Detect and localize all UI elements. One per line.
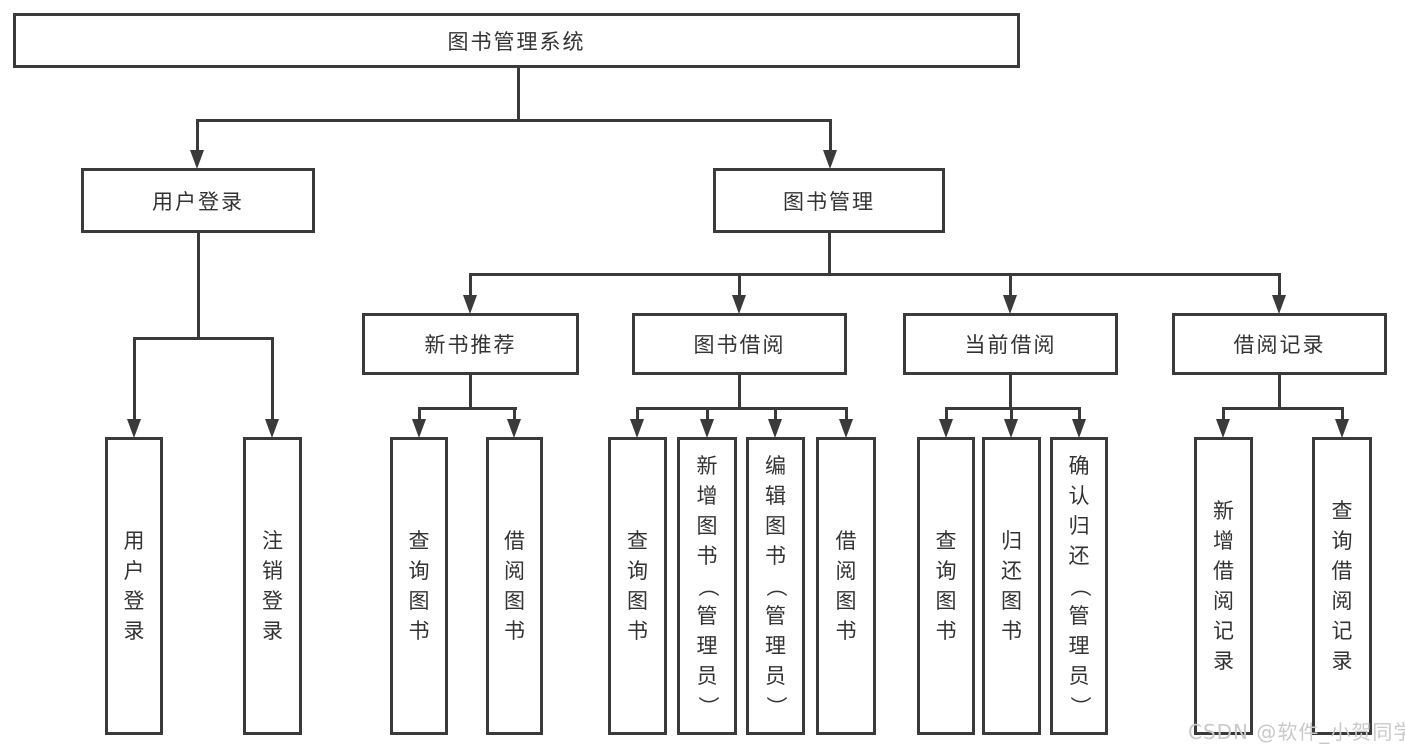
arrow-down-icon [265,419,279,438]
connector-line [469,273,1281,276]
connector-line [418,407,517,410]
node-label: 确认归还（管理员） [1067,453,1092,717]
node-label: 用户登录 [123,528,145,643]
node-label: 图书管理系统 [447,29,586,54]
arrow-down-icon [1072,419,1086,438]
node-library-management-system: 图书管理系统 [13,13,1020,68]
leaf-add-borrow-record: 新增借阅记录 [1194,437,1253,735]
connector-line [1278,375,1281,407]
leaf-add-book-admin: 新增图书（管理员） [677,437,737,735]
node-user-login: 用户登录 [81,168,315,233]
leaf-query-books-borrow: 查询图书 [608,437,667,735]
connector-line [1078,407,1081,421]
arrow-down-icon [1003,295,1017,314]
connector-line [469,273,472,297]
connector-line [828,233,831,273]
node-label: 新书推荐 [424,333,517,357]
arrow-down-icon [127,419,141,438]
arrow-down-icon [1216,419,1230,438]
node-label: 新增借阅记录 [1213,498,1234,673]
arrow-down-icon [412,419,426,438]
connector-line [197,233,200,337]
node-label: 查询借阅记录 [1331,498,1353,673]
arrow-down-icon [839,419,853,438]
connector-line [1009,375,1012,407]
node-label: 查询图书 [627,528,648,643]
connector-line [636,407,639,421]
connector-line [706,407,709,421]
arrow-down-icon [463,295,477,314]
node-book-borrow: 图书借阅 [632,313,847,375]
arrow-down-icon [823,150,837,169]
node-borrow-records: 借阅记录 [1172,313,1387,375]
leaf-query-books-recommend: 查询图书 [390,437,448,735]
arrow-down-icon [732,295,746,314]
connector-line [513,407,516,421]
node-label: 归还图书 [1001,528,1022,643]
connector-line [517,68,520,119]
connector-line [271,337,274,421]
node-label: 当前借阅 [964,333,1057,357]
node-current-borrow: 当前借阅 [903,313,1118,375]
node-book-management: 图书管理 [713,168,945,233]
node-label: 借阅图书 [835,528,857,643]
node-label: 图书借阅 [693,333,786,357]
node-label: 新增图书（管理员） [695,453,720,717]
node-label: 编辑图书（管理员） [764,453,788,717]
node-label: 用户登录 [152,189,244,214]
leaf-confirm-return-admin: 确认归还（管理员） [1050,437,1108,735]
leaf-return-books: 归还图书 [982,437,1041,735]
arrow-down-icon [190,150,204,169]
connector-line [738,273,741,297]
node-label: 查询图书 [408,528,430,643]
connector-line [1278,273,1281,297]
leaf-borrow-books-recommend: 借阅图书 [486,437,543,735]
node-label: 查询图书 [935,528,957,643]
connector-line [636,407,848,410]
connector-line [196,119,832,122]
arrow-down-icon [1272,295,1286,314]
node-label: 图书管理 [783,189,875,214]
connector-line [133,337,274,340]
connector-line [469,375,472,407]
leaf-query-books-current: 查询图书 [917,437,975,735]
arrow-down-icon [630,419,644,438]
connector-line [845,407,848,421]
node-label: 借阅图书 [504,528,525,643]
connector-line [1222,407,1344,410]
connector-line [1222,407,1225,421]
leaf-query-borrow-record: 查询借阅记录 [1312,437,1372,735]
arrow-down-icon [939,419,953,438]
node-label: 注销登录 [262,528,283,643]
arrow-down-icon [700,419,714,438]
arrow-down-icon [768,419,782,438]
leaf-edit-book-admin: 编辑图书（管理员） [746,437,805,735]
arrow-down-icon [507,419,521,438]
connector-line [1010,407,1013,421]
connector-line [774,407,777,421]
connector-line [1009,273,1012,297]
node-label: 借阅记录 [1233,333,1326,357]
connector-line [1341,407,1344,421]
connector-line [829,119,832,152]
connector-line [945,407,1081,410]
connector-line [196,119,199,152]
arrow-down-icon [1335,419,1349,438]
connector-line [133,337,136,421]
leaf-borrow-books: 借阅图书 [816,437,876,735]
leaf-logout: 注销登录 [243,437,302,735]
connector-line [418,407,421,421]
leaf-user-login: 用户登录 [105,437,163,735]
arrow-down-icon [1004,419,1018,438]
node-new-book-recommend: 新书推荐 [362,313,579,375]
connector-line [945,407,948,421]
watermark: CSDN @软件_小贺同学 [1188,720,1405,744]
connector-line [738,375,741,407]
